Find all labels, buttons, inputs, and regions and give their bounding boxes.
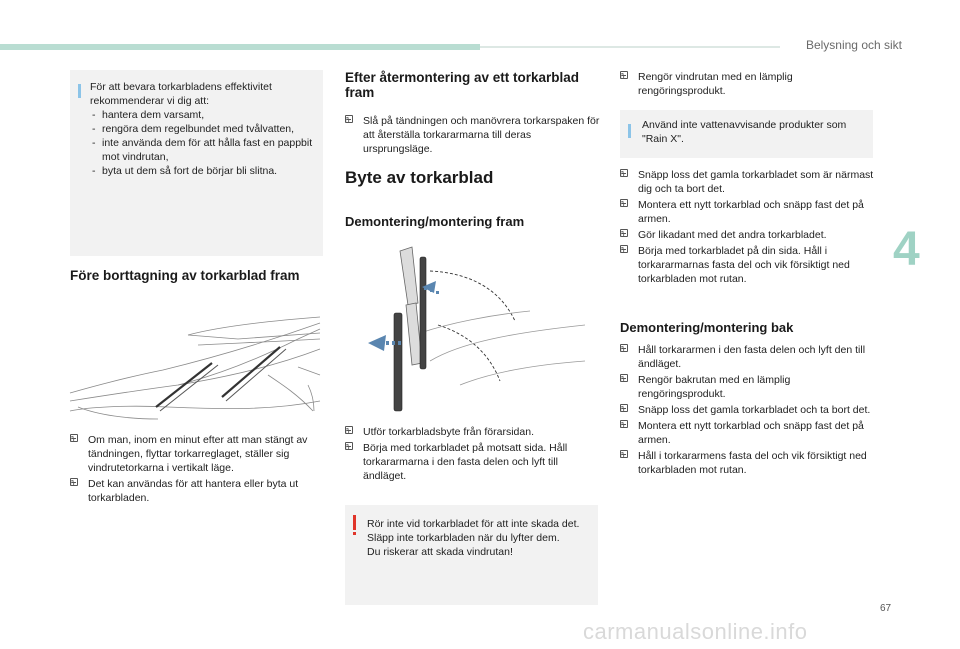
- info-box-text: Använd inte vattenavvisande produkter so…: [642, 119, 847, 145]
- heading-before-removal: Före borttagning av torkarblad fram: [70, 268, 300, 283]
- bullet-box-icon: [620, 404, 628, 412]
- bullet-box-icon: [620, 344, 628, 352]
- bullet-box-icon: [620, 169, 628, 177]
- heading-rear: Demontering/montering bak: [620, 320, 794, 335]
- replacement-steps: Snäpp loss det gamla torkarbladet som är…: [620, 168, 875, 288]
- warning-line: Släpp inte torkarbladen när du lyfter de…: [367, 532, 560, 544]
- list-item: Rengör bakrutan med en lämplig rengöring…: [620, 373, 875, 401]
- bullet-text: Börja med torkarbladet på din sida. Håll…: [638, 245, 850, 285]
- header-divider: [480, 46, 780, 48]
- bullet-box-icon: [345, 115, 353, 123]
- list-item: rengöra dem regelbundet med tvålvatten,: [90, 122, 318, 136]
- bullet-text: Håll torkararmen i den fasta delen och l…: [638, 344, 866, 370]
- header-accent-bar: [0, 44, 480, 50]
- front-wiper-removal-illustration: [368, 246, 585, 412]
- bullet-text: Håll i torkararmens fasta del och vik fö…: [638, 450, 867, 476]
- list-item: Börja med torkarbladet på motsatt sida. …: [345, 441, 603, 483]
- rear-steps: Håll torkararmen i den fasta delen och l…: [620, 343, 875, 479]
- warning-icon: [353, 515, 356, 535]
- info-box-care: För att bevara torkarbladens effektivite…: [70, 70, 323, 256]
- bullet-box-icon: [620, 245, 628, 253]
- info-icon: [628, 124, 631, 138]
- bullet-text: Montera ett nytt torkarblad och snäpp fa…: [638, 420, 864, 446]
- list-item: Håll i torkararmens fasta del och vik fö…: [620, 449, 875, 477]
- bullet-text: Utför torkarbladsbyte från förarsidan.: [363, 426, 534, 438]
- bullet-text: Gör likadant med det andra torkarbladet.: [638, 229, 827, 241]
- info-icon: [78, 84, 81, 98]
- bullet-box-icon: [620, 420, 628, 428]
- list-item: Snäpp loss det gamla torkarbladet och ta…: [620, 403, 875, 417]
- info-box-intro: För att bevara torkarbladens effektivite…: [90, 81, 272, 107]
- bullet-text: Rengör vindrutan med en lämplig rengörin…: [638, 71, 793, 97]
- bullet-box-icon: [70, 478, 78, 486]
- list-item: Slå på tändningen och manövrera torkarsp…: [345, 114, 600, 156]
- warning-line: Du riskerar att skada vindrutan!: [367, 546, 513, 558]
- bullet-box-icon: [70, 434, 78, 442]
- page-number: 67: [880, 603, 892, 614]
- chapter-number: 4: [893, 223, 920, 276]
- windshield-wipers-illustration: [69, 316, 321, 420]
- bullet-text: Slå på tändningen och manövrera torkarsp…: [363, 115, 600, 155]
- section-title: Belysning och sikt: [805, 38, 902, 52]
- front-steps: Utför torkarbladsbyte från förarsidan. B…: [345, 425, 603, 485]
- bullet-box-icon: [620, 374, 628, 382]
- list-item: Rengör vindrutan med en lämplig rengörin…: [620, 70, 875, 98]
- clean-step: Rengör vindrutan med en lämplig rengörin…: [620, 70, 875, 100]
- bullet-text: Om man, inom en minut efter att man stän…: [88, 434, 308, 474]
- list-item: Utför torkarbladsbyte från förarsidan.: [345, 425, 603, 439]
- bullet-box-icon: [620, 450, 628, 458]
- heading-front: Demontering/montering fram: [345, 214, 525, 229]
- watermark-link[interactable]: carmanualsonline.info: [583, 619, 808, 644]
- list-item: Håll torkararmen i den fasta delen och l…: [620, 343, 875, 371]
- bullet-text: Börja med torkarbladet på motsatt sida. …: [363, 442, 568, 482]
- list-item: hantera dem varsamt,: [90, 108, 318, 122]
- list-item: byta ut dem så fort de börjar bli slitna…: [90, 164, 318, 178]
- bullet-box-icon: [620, 71, 628, 79]
- warning-box: Rör inte vid torkarbladet för att inte s…: [345, 505, 598, 605]
- list-item: Gör likadant med det andra torkarbladet.: [620, 228, 875, 242]
- main-title: Byte av torkarblad: [345, 168, 494, 187]
- list-item: Det kan användas för att hantera eller b…: [70, 477, 325, 505]
- before-removal-steps: Om man, inom en minut efter att man stän…: [70, 433, 325, 507]
- warning-line: Rör inte vid torkarbladet för att inte s…: [367, 518, 580, 530]
- info-box-list: hantera dem varsamt, rengöra dem regelbu…: [90, 108, 318, 178]
- list-item: Montera ett nytt torkarblad och snäpp fa…: [620, 198, 875, 226]
- bullet-text: Rengör bakrutan med en lämplig rengöring…: [638, 374, 791, 400]
- info-box-rain-x: Använd inte vattenavvisande produkter so…: [620, 110, 873, 158]
- list-item: Montera ett nytt torkarblad och snäpp fa…: [620, 419, 875, 447]
- list-item: Om man, inom en minut efter att man stän…: [70, 433, 325, 475]
- bullet-box-icon: [620, 199, 628, 207]
- bullet-text: Montera ett nytt torkarblad och snäpp fa…: [638, 199, 864, 225]
- bullet-text: Det kan användas för att hantera eller b…: [88, 478, 299, 504]
- list-item: Snäpp loss det gamla torkarbladet som är…: [620, 168, 875, 196]
- bullet-box-icon: [620, 229, 628, 237]
- bullet-text: Snäpp loss det gamla torkarbladet och ta…: [638, 404, 871, 416]
- bullet-box-icon: [345, 442, 353, 450]
- list-item: Börja med torkarbladet på din sida. Håll…: [620, 244, 875, 286]
- heading-after-reinstall: Efter återmontering av ett torkarblad fr…: [345, 70, 580, 100]
- after-reinstall-steps: Slå på tändningen och manövrera torkarsp…: [345, 114, 600, 158]
- list-item: inte använda dem för att hålla fast en p…: [90, 136, 318, 164]
- bullet-box-icon: [345, 426, 353, 434]
- bullet-text: Snäpp loss det gamla torkarbladet som är…: [638, 169, 874, 195]
